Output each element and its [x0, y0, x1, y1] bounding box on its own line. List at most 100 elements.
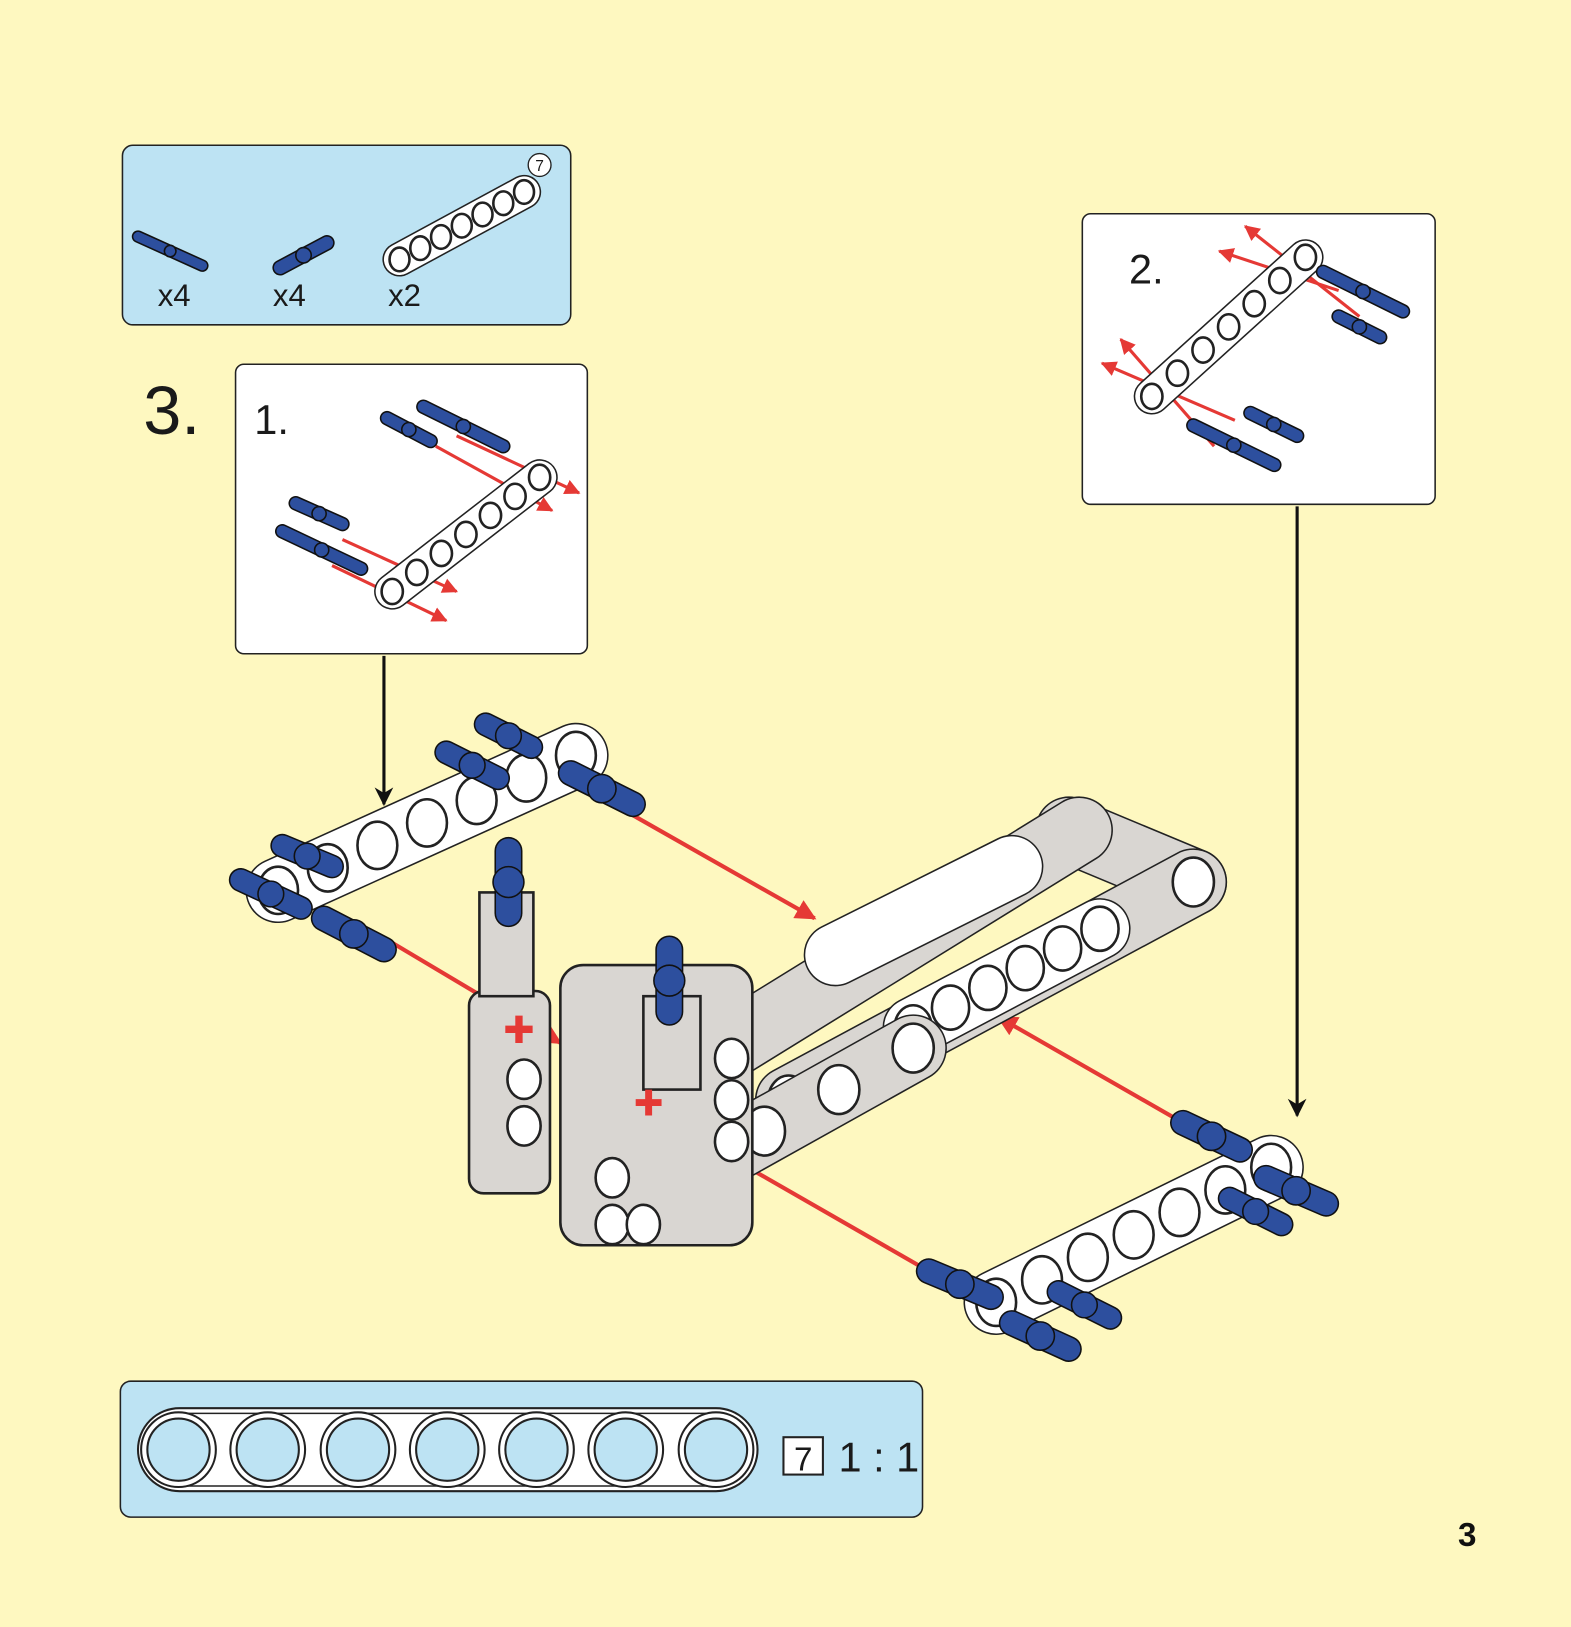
- pin: [288, 496, 350, 532]
- pin: [1170, 1109, 1254, 1163]
- pin-collar: [295, 246, 313, 264]
- ruler-panel: 7 1 : 1: [119, 1380, 924, 1518]
- pin-collar: [257, 880, 285, 908]
- pin: [270, 833, 344, 879]
- pin-collar: [311, 505, 327, 522]
- step-number: 3.: [143, 372, 200, 449]
- beam-hole: [450, 212, 474, 239]
- page-number: 3: [1458, 1517, 1476, 1554]
- beam-hole: [1216, 312, 1241, 341]
- beam-hole: [1005, 944, 1046, 992]
- pin-collar: [653, 964, 686, 997]
- pin-collar: [455, 418, 472, 435]
- beam-hole: [503, 482, 527, 511]
- beam-hole: [1242, 289, 1267, 318]
- red-arrow: [455, 434, 581, 495]
- beam-hole: [454, 520, 478, 549]
- substep-1-label: 1.: [254, 396, 289, 443]
- beam-hole: [1139, 382, 1164, 411]
- pin: [998, 1310, 1082, 1362]
- ruler-hole: [146, 1417, 211, 1482]
- ruler-length-badge-text: 7: [794, 1441, 812, 1478]
- beam-hole: [594, 1203, 631, 1246]
- ruler-hole: [235, 1417, 300, 1482]
- beam-body: [805, 836, 1042, 985]
- pin: [379, 410, 438, 449]
- pin-collar: [293, 842, 321, 870]
- beam-hole: [1191, 336, 1215, 364]
- beam-hole: [527, 463, 552, 492]
- part-qty-long-pin: x4: [158, 278, 191, 313]
- ruler-hole: [593, 1417, 658, 1482]
- pin-collar: [338, 918, 369, 949]
- ruler-hole: [504, 1417, 569, 1482]
- beam-hole: [506, 1104, 542, 1147]
- beam-hole: [1158, 1187, 1201, 1238]
- beam-hole: [967, 964, 1008, 1012]
- pin: [1217, 1186, 1294, 1237]
- beam-hole: [1171, 856, 1216, 908]
- beam-hole: [930, 984, 971, 1031]
- pin-collar: [458, 751, 486, 779]
- beam-hole: [594, 1156, 631, 1199]
- beam-hole: [380, 577, 405, 606]
- substep-2-illustration: [1100, 224, 1411, 473]
- part-qty-beam: x2: [388, 278, 421, 313]
- pin: [274, 524, 369, 576]
- beam-hole: [409, 235, 432, 262]
- substep-2-label: 2.: [1129, 245, 1164, 292]
- ruler-hole: [325, 1417, 391, 1482]
- beam-hole: [506, 1058, 542, 1101]
- beam-hole: [1267, 266, 1292, 295]
- pin-collar: [1025, 1321, 1056, 1351]
- beam-hole: [625, 1203, 662, 1246]
- beam-hole: [429, 539, 454, 568]
- beam: [1133, 239, 1324, 415]
- ruler-length-badge: [782, 1436, 824, 1476]
- pin: [1331, 309, 1388, 345]
- beam-hole: [1165, 359, 1190, 388]
- red-arrow: [737, 1160, 930, 1273]
- pin: [228, 868, 313, 920]
- beam-hole: [713, 1120, 750, 1163]
- pin-collar: [1265, 416, 1282, 433]
- pin-collar: [944, 1269, 975, 1300]
- ruler-hole: [683, 1417, 749, 1482]
- red-arrow: [621, 807, 817, 921]
- pin: [915, 1258, 1004, 1311]
- pin-collar: [163, 244, 177, 258]
- beam-hole: [505, 752, 548, 803]
- pin: [653, 935, 686, 1026]
- pin-collar: [586, 773, 617, 804]
- pin: [416, 399, 511, 454]
- beam-length-badge-text: 7: [535, 158, 544, 175]
- pin-collar: [1351, 319, 1368, 335]
- pin: [557, 760, 646, 818]
- pin-collar: [1281, 1175, 1312, 1206]
- pin-collar: [1225, 437, 1242, 454]
- beam-hole: [404, 558, 429, 587]
- beam-hole: [1080, 905, 1120, 953]
- beam-hole: [429, 223, 453, 251]
- beam: [374, 459, 558, 610]
- beam-hole: [471, 201, 494, 228]
- ruler-scale: 1 : 1: [838, 1433, 919, 1480]
- red-arrow: [996, 1015, 1185, 1125]
- beam-hole: [1112, 1209, 1155, 1260]
- pin-collar: [494, 722, 523, 750]
- beam-length-badge: [527, 152, 552, 178]
- pin: [434, 740, 511, 791]
- part-qty-axle-pin: x4: [273, 278, 306, 313]
- pin: [1186, 418, 1282, 473]
- substep-1-illustration: [274, 399, 581, 622]
- pin: [131, 230, 209, 272]
- pin-collar: [492, 865, 525, 899]
- pin: [1243, 405, 1305, 444]
- pin-collar: [400, 421, 417, 438]
- pin-collar: [1196, 1121, 1227, 1152]
- beam-hole: [713, 1037, 750, 1080]
- beam-hole: [356, 820, 399, 871]
- ruler-hole: [415, 1417, 480, 1482]
- beam-hole: [1066, 1232, 1110, 1283]
